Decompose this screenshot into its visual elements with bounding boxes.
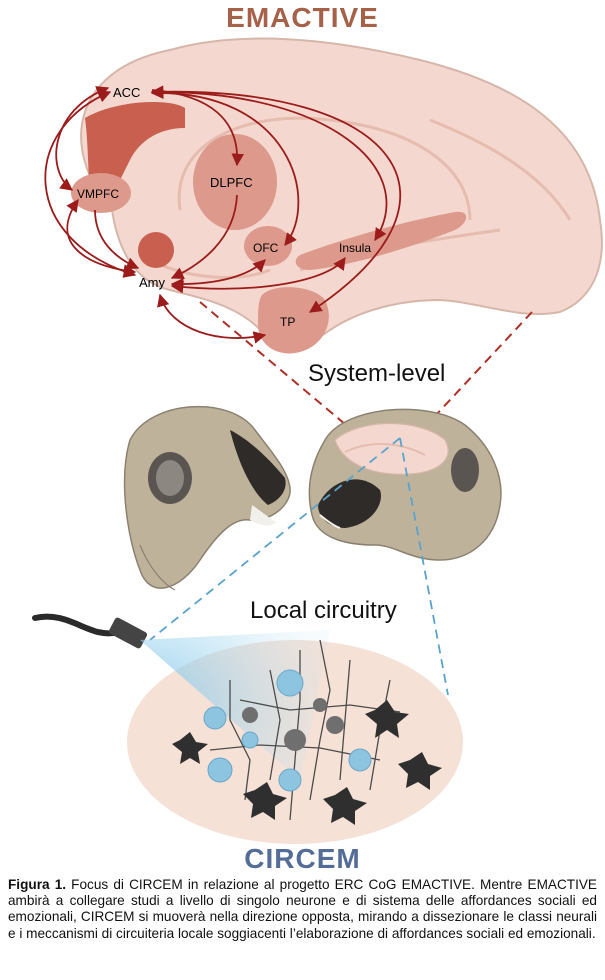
neuron-dark	[243, 782, 287, 820]
arrow-vmpfc-amy-2	[94, 209, 140, 270]
neuron-blue	[278, 768, 302, 792]
connection-arrows	[44, 85, 402, 344]
arrow-vmpfc-amy	[66, 198, 137, 277]
optic-fiber-cable	[32, 613, 121, 637]
system-level-label: System-level	[308, 360, 445, 387]
neuron-gray	[284, 729, 306, 751]
amygdala-region	[138, 232, 174, 268]
arrow-acc-tp	[150, 85, 402, 313]
neuron-blue	[241, 731, 259, 749]
circem-title: CIRCEM	[244, 843, 361, 874]
figure-caption: Figura 1. Focus di CIRCEM in relazione a…	[8, 877, 597, 942]
caption-label: Figura 1.	[8, 877, 67, 892]
brain-outline	[80, 37, 603, 346]
neuron-dark	[172, 732, 208, 764]
label-acc: ACC	[113, 85, 140, 100]
optic-fiber-tip	[108, 617, 148, 649]
dashed-blue-left	[149, 437, 401, 641]
neuron-gray	[326, 716, 344, 734]
dashed-blue-right	[399, 437, 449, 696]
caption-text: Focus di CIRCEM in relazione al progetto…	[8, 877, 597, 941]
neuron-gray	[242, 707, 258, 723]
local-circuitry-label: Local circuitry	[250, 597, 397, 624]
arrow-acc-vmpfc	[55, 86, 110, 191]
label-vmpfc: VMPFC	[77, 187, 119, 201]
neuron-gray	[313, 698, 327, 712]
dashed-red-right	[421, 311, 533, 431]
neuron-blue	[207, 757, 233, 783]
dashed-red-left	[199, 301, 353, 431]
circuit-illustration	[32, 613, 463, 844]
emactive-title: EMACTIVE	[226, 2, 379, 33]
neuron-dark	[365, 700, 409, 738]
light-beam	[140, 630, 330, 780]
label-ofc: OFC	[253, 241, 279, 255]
label-amy: Amy	[139, 275, 166, 290]
label-tp: TP	[280, 315, 295, 329]
neuron-blue	[276, 669, 304, 697]
brain-illustration: ACC VMPFC DLPFC OFC Insula Amy TP	[44, 37, 603, 354]
arrow-amy-insula	[170, 256, 346, 294]
neuron-dark	[323, 787, 367, 825]
label-dlpfc: DLPFC	[210, 175, 253, 190]
label-insula: Insula	[339, 241, 371, 255]
monkey-right	[308, 408, 502, 561]
neuron-dark	[398, 752, 442, 790]
neuron-blue	[203, 706, 227, 730]
arrow-amy-tp	[157, 293, 267, 344]
monkey-left	[123, 405, 291, 591]
neuron-blue	[348, 748, 372, 772]
